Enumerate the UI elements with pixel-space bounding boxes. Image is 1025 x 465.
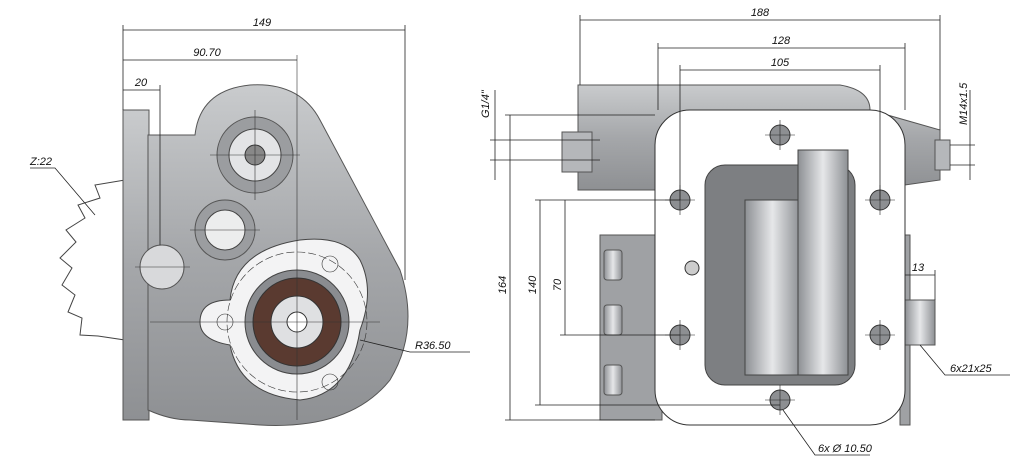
mounting-holes (665, 120, 895, 415)
label-flange-radius: R36.50 (415, 340, 451, 352)
drive-gear (59, 179, 126, 341)
label-port-right: M14x1.5 (958, 82, 970, 125)
dim-shaft-offset: 90.70 (193, 47, 221, 59)
outlet-port (934, 139, 951, 171)
dim-bolt-spacing-outer: 128 (772, 35, 791, 47)
label-spline-spec: 6x21x25 (950, 363, 992, 375)
dim-overall-length: 188 (751, 7, 770, 19)
dim-overall-height: 164 (497, 276, 509, 294)
label-port-left: G1/4" (480, 89, 492, 118)
side-view: 188 128 105 G1/4" M14x1.5 164 140 70 13 … (480, 7, 1010, 456)
front-view: 149 90.70 20 Z:22 R36.50 (29, 17, 470, 426)
dim-bolt-spacing-inner: 105 (771, 57, 790, 69)
dim-flange-offset: 20 (134, 77, 148, 89)
inlet-port (561, 131, 593, 173)
output-spline-shaft (904, 299, 936, 346)
gear (797, 149, 849, 376)
dim-bolt-height-outer: 140 (527, 275, 539, 294)
bearing (744, 199, 801, 376)
dim-shaft-length: 13 (912, 262, 925, 274)
label-mounting-holes: 6x Ø 10.50 (818, 443, 873, 455)
label-gear-teeth: Z:22 (29, 156, 52, 168)
dim-overall-width: 149 (253, 17, 271, 29)
dim-bolt-height-inner: 70 (552, 278, 564, 291)
